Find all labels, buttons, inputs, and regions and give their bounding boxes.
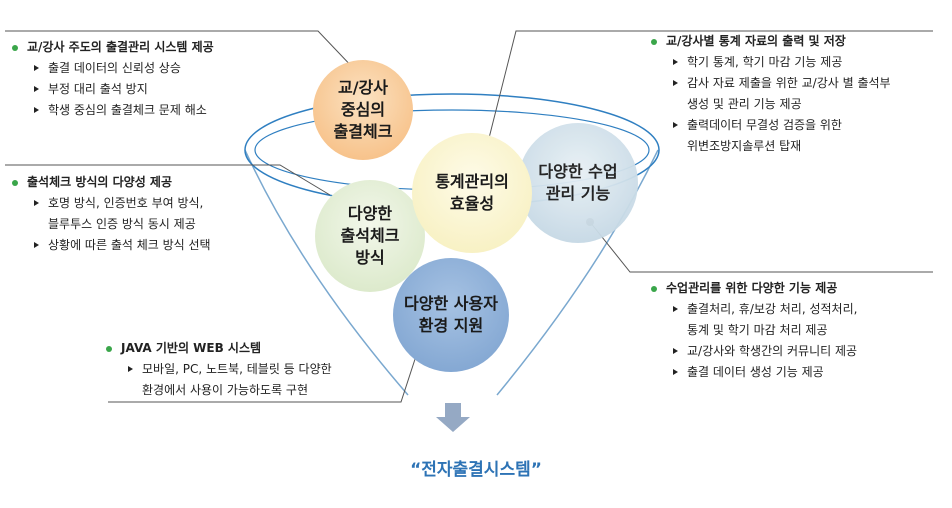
feature-heading: JAVA 기반의 WEB 시스템 bbox=[106, 338, 406, 359]
circle-varied-course-mgmt: 다양한 수업 관리 기능 bbox=[518, 123, 638, 243]
funnel-right-edge bbox=[496, 149, 659, 396]
feature-item: 교/강사와 학생간의 커뮤니티 제공 bbox=[673, 341, 946, 362]
diagram-title: “전자출결시스템” bbox=[410, 460, 542, 480]
feature-item: 호명 방식, 인증번호 부여 방식, 블루투스 인증 방식 동시 제공 bbox=[34, 193, 312, 235]
down-arrow-icon bbox=[436, 403, 470, 432]
feature-item: 출력데이터 무결성 검증을 위한 위변조방지솔루션 탑재 bbox=[673, 115, 946, 157]
bullet-dot-icon bbox=[12, 179, 18, 186]
feature-heading: 수업관리를 위한 다양한 기능 제공 bbox=[651, 278, 946, 299]
feature-block-statistics: 교/강사별 통계 자료의 출력 및 저장 학기 통계, 학기 마감 기능 제공 … bbox=[651, 31, 946, 157]
bullet-dot-icon bbox=[651, 285, 657, 292]
leader-line-5 bbox=[589, 221, 933, 273]
feature-item: 학생 중심의 출결체크 문제 해소 bbox=[34, 100, 312, 121]
feature-block-course: 수업관리를 위한 다양한 기능 제공 출결처리, 휴/보강 처리, 성적처리, … bbox=[651, 278, 946, 383]
feature-item: 학기 통계, 학기 마감 기능 제공 bbox=[673, 52, 946, 73]
feature-block-web: JAVA 기반의 WEB 시스템 모바일, PC, 노트북, 테블릿 등 다양한… bbox=[106, 338, 406, 401]
leader-line-1 bbox=[5, 30, 358, 73]
feature-heading: 출석체크 방식의 다양성 제공 bbox=[12, 172, 312, 193]
feature-heading: 교/강사별 통계 자료의 출력 및 저장 bbox=[651, 31, 946, 52]
feature-block-attendance: 출석체크 방식의 다양성 제공 호명 방식, 인증번호 부여 방식, 블루투스 … bbox=[12, 172, 312, 256]
funnel-left-edge bbox=[244, 149, 409, 396]
leader-line-2 bbox=[5, 164, 331, 196]
feature-item: 상황에 따른 출석 체크 방식 선택 bbox=[34, 235, 312, 256]
feature-item: 감사 자료 제출을 위한 교/강사 별 출석부 생성 및 관리 기능 제공 bbox=[673, 73, 946, 115]
circle-varied-attendance: 다양한 출석체크 방식 bbox=[315, 180, 425, 292]
bullet-dot-icon bbox=[651, 38, 657, 45]
feature-item: 부정 대리 출석 방지 bbox=[34, 79, 312, 100]
bullet-dot-icon bbox=[12, 44, 18, 51]
feature-block-instructor: 교/강사 주도의 출결관리 시스템 제공 출결 데이터의 신뢰성 상승 부정 대… bbox=[12, 37, 312, 121]
circle-instructor-centered: 교/강사 중심의 출결체크 bbox=[313, 60, 413, 160]
feature-item: 출결 데이터의 신뢰성 상승 bbox=[34, 58, 312, 79]
feature-item: 출결처리, 휴/보강 처리, 성적처리, 통계 및 학기 마감 처리 제공 bbox=[673, 299, 946, 341]
circle-statistics-efficiency: 통계관리의 효율성 bbox=[412, 133, 532, 253]
feature-item: 모바일, PC, 노트북, 테블릿 등 다양한 환경에서 사용이 가능하도록 구… bbox=[128, 359, 406, 401]
feature-item: 출결 데이터 생성 기능 제공 bbox=[673, 362, 946, 383]
leader-line-3 bbox=[108, 349, 419, 403]
leader-line-4 bbox=[485, 30, 933, 151]
feature-heading: 교/강사 주도의 출결관리 시스템 제공 bbox=[12, 37, 312, 58]
circle-varied-user-env: 다양한 사용자 환경 지원 bbox=[393, 258, 509, 372]
bullet-dot-icon bbox=[106, 345, 112, 352]
